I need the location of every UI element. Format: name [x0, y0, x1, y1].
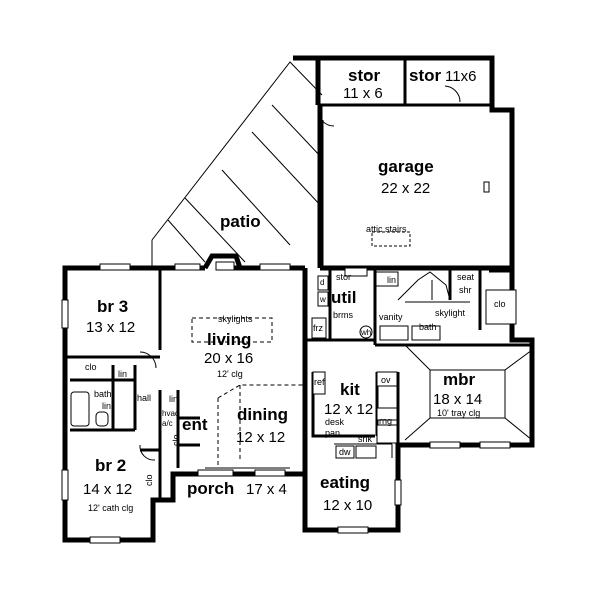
mbr-ceiling-note: 10' tray clg	[437, 408, 480, 418]
porch-name: porch	[187, 479, 234, 498]
pantry-label: pan	[325, 428, 340, 438]
br2-dims: 14 x 12	[83, 481, 132, 498]
br3-dims: 13 x 12	[86, 319, 135, 336]
eating-dims: 12 x 10	[323, 497, 372, 514]
util-name: util	[331, 288, 357, 307]
interior-walls	[63, 267, 533, 540]
lin-label-util: lin	[387, 275, 396, 285]
br2-ceiling-note: 12' cath clg	[88, 503, 133, 513]
mbr-dims: 18 x 14	[433, 391, 482, 408]
living-dims: 20 x 16	[204, 350, 253, 367]
clo-label-mbath: clo	[494, 299, 506, 309]
master-bath-name: bath	[419, 322, 437, 332]
stor2-name: stor	[409, 66, 442, 85]
hall-name: hall	[137, 393, 151, 403]
shower-label: shr	[459, 285, 472, 295]
lin-label-br3: lin	[118, 369, 127, 379]
vanity-label: vanity	[379, 312, 403, 322]
ref-label: ref	[314, 377, 325, 387]
dryer-label: d	[320, 278, 324, 287]
patio-name: patio	[220, 212, 261, 231]
dishwasher-label: dw	[339, 447, 351, 457]
washer-label: w	[319, 295, 326, 304]
kit-name: kit	[340, 380, 360, 399]
attic-stairs-note: attic stairs	[366, 224, 407, 234]
range-label: rng	[379, 416, 392, 426]
br2-name: br 2	[95, 456, 126, 475]
porch-dims: 17 x 4	[246, 481, 287, 498]
dining-dims: 12 x 12	[236, 429, 285, 446]
kit-dims: 12 x 12	[324, 401, 373, 418]
bath-small-name: bath	[94, 389, 112, 399]
ent-name: ent	[182, 415, 208, 434]
patio-area	[151, 61, 323, 268]
stor1-name: stor	[348, 66, 381, 85]
eating-name: eating	[320, 473, 370, 492]
clo-label-ent: clo	[171, 434, 181, 446]
skylights-note: skylights	[218, 314, 253, 324]
clo-label-br3: clo	[85, 362, 97, 372]
dining-name: dining	[237, 405, 288, 424]
seat-label: seat	[457, 272, 475, 282]
brooms-label: brms	[333, 310, 353, 320]
living-name: living	[207, 330, 251, 349]
stor2-dims: 11x6	[445, 68, 476, 85]
br3-name: br 3	[97, 297, 128, 316]
freezer-label: frz	[313, 323, 323, 333]
mbr-name: mbr	[443, 370, 476, 389]
stor-label-util: stor	[336, 272, 351, 282]
windows	[61, 263, 511, 544]
lin-label-bath: lin	[102, 401, 111, 411]
skylight-note: skylight	[435, 308, 466, 318]
desk-label: desk	[325, 417, 345, 427]
clo-label-br2: clo	[144, 474, 154, 486]
lin-label-hall: lin	[169, 394, 178, 404]
garage-name: garage	[378, 157, 434, 176]
fixture-labels: clo lin lin lin clo clo clo hvac a/c sto…	[85, 272, 506, 486]
garage-dims: 22 x 22	[381, 180, 430, 197]
ac-label: a/c	[162, 419, 173, 428]
room-labels: stor 11 x 6 stor 11x6 garage 22 x 22 att…	[83, 66, 482, 514]
stor1-dims: 11 x 6	[343, 85, 383, 102]
water-heater-label: wh	[360, 328, 371, 337]
living-ceiling-note: 12' clg	[217, 369, 243, 379]
oven-label: ov	[381, 375, 391, 385]
hvac-label: hvac	[162, 409, 179, 418]
sink-label: snk	[358, 434, 373, 444]
